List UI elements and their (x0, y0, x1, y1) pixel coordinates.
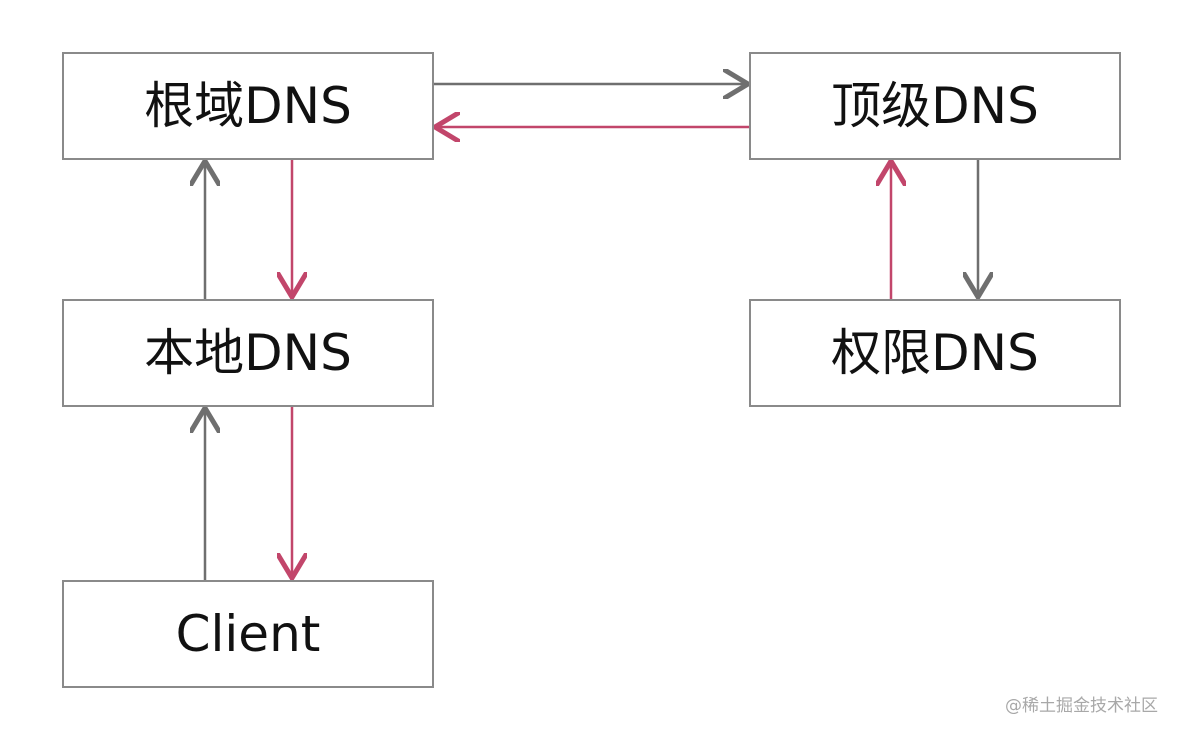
authoritative-dns-label: 权限DNS (831, 324, 1039, 382)
local-dns-box: 本地DNS (62, 299, 434, 407)
local-dns-label: 本地DNS (144, 324, 352, 382)
tld-dns-box: 顶级DNS (749, 52, 1121, 160)
root-dns-box: 根域DNS (62, 52, 434, 160)
root-dns-label: 根域DNS (144, 77, 352, 135)
tld-dns-label: 顶级DNS (831, 77, 1039, 135)
authoritative-dns-box: 权限DNS (749, 299, 1121, 407)
client-box: Client (62, 580, 434, 688)
client-label: Client (175, 605, 321, 663)
watermark-text: @稀土掘金技术社区 (1005, 696, 1158, 716)
